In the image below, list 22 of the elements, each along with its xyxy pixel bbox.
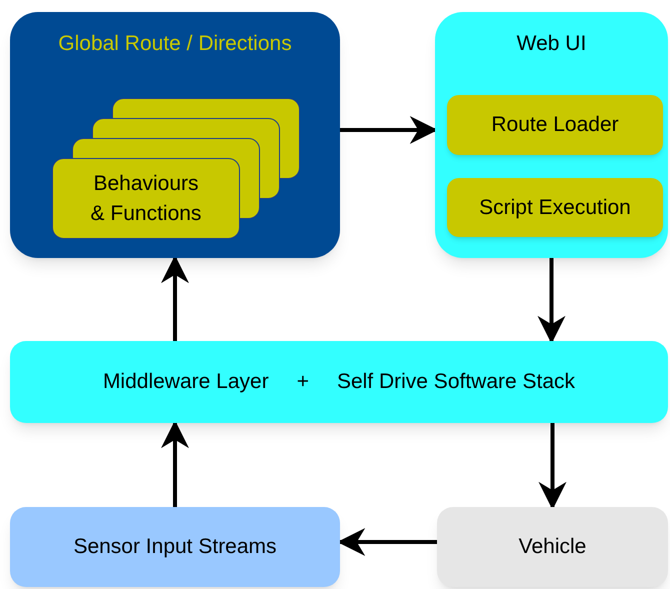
group-panel bbox=[10, 12, 340, 258]
process-box bbox=[437, 507, 668, 587]
process-box bbox=[10, 507, 340, 587]
box-label: Route Loader bbox=[491, 112, 619, 138]
group-panel bbox=[435, 12, 668, 258]
box-label: Behaviours & Functions bbox=[90, 170, 202, 226]
box-label: Vehicle bbox=[518, 534, 586, 560]
process-box bbox=[447, 178, 663, 237]
arrow bbox=[538, 258, 566, 344]
box-label: Self Drive Software Stack bbox=[336, 369, 576, 395]
process-box bbox=[10, 341, 668, 423]
panel-title: Web UI bbox=[516, 31, 588, 57]
process-box bbox=[447, 95, 663, 155]
panel-title: Global Route / Directions bbox=[57, 31, 293, 57]
box-label: Sensor Input Streams bbox=[73, 534, 277, 560]
box-label: Script Execution bbox=[479, 194, 631, 220]
arrow bbox=[161, 420, 189, 507]
card-stack bbox=[52, 98, 300, 239]
arrow bbox=[538, 423, 566, 510]
arrow bbox=[161, 255, 189, 341]
box-label: Middleware Layer bbox=[102, 369, 269, 395]
box-label: + bbox=[296, 369, 309, 395]
